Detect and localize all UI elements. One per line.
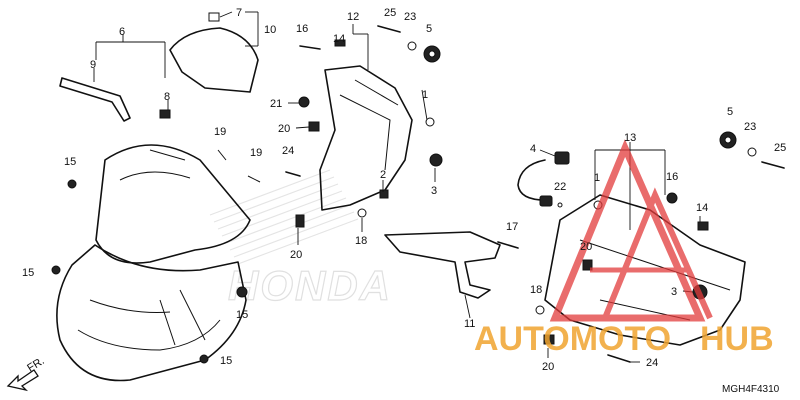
direction-label: FR. [25,355,46,375]
bolt-16a [299,45,321,50]
callout-label: 25 [774,142,786,154]
nut-14a [334,39,346,47]
callout-label: 18 [355,235,367,247]
callout-label: 11 [464,318,475,330]
collar-18a [357,208,367,218]
drawing-code: MGH4F4310 [722,384,780,395]
callout-label: 16 [296,23,308,35]
callout-label: 13 [624,132,636,144]
callout-label: 7 [236,7,242,19]
callout-label: 14 [333,33,345,45]
visor-clip [208,12,220,22]
callout-label: 24 [646,357,658,369]
screw-22 [557,202,563,208]
callout-label: 16 [666,171,678,183]
callout-label: 5 [426,23,432,35]
callout-label: 5 [727,106,733,118]
callout-label: 23 [404,11,416,23]
meter-visor [169,27,259,93]
callout-label: 15 [220,355,232,367]
brand-logo-icon [549,139,713,322]
callout-label: 3 [431,185,437,197]
callout-label: 4 [530,143,536,155]
upper-stay [319,65,413,211]
callout-label: 20 [542,361,554,373]
screw-15b [51,265,61,275]
callout-label: 15 [22,267,34,279]
clip-2 [379,189,389,199]
screw-24a [285,171,301,177]
clip-19a [217,149,227,161]
callout-label: 23 [744,121,756,133]
clip-20b [295,214,305,228]
bolt-25a [377,25,401,33]
watermark-text: HONDA [228,262,392,309]
callout-label: 3 [671,286,677,298]
honda-watermark: HONDA [209,169,392,310]
collar-1a [425,117,435,127]
callout-label: 20 [278,123,290,135]
callout-label: 15 [64,156,76,168]
callout-label: 9 [90,59,96,71]
callout-label: 17 [506,221,518,233]
bolt-17 [497,241,519,249]
screw-15c [236,286,248,298]
callout-label: 14 [696,202,708,214]
leader-lines [93,11,701,363]
front-cowl [56,244,247,382]
callout-label: 8 [164,91,170,103]
screw-15d [199,354,209,364]
callout-label: 10 [264,24,276,36]
windscreen [95,144,251,264]
harness-connector [554,151,570,165]
callout-label: 15 [236,309,248,321]
clip-20a [308,121,320,132]
lower-stay [384,231,501,299]
callout-label: 2 [380,169,386,181]
brand-text-part-b: HUB [700,320,774,358]
callout-label: 20 [290,249,302,261]
screw-15a [67,179,77,189]
bolt-16b [666,192,678,204]
nut-21 [298,96,310,108]
clip-19b [247,175,261,183]
callout-label: 1 [422,89,428,101]
callout-label: 20 [580,241,592,253]
collar-18b [535,305,545,315]
callout-label: 24 [282,145,294,157]
garnish-strip [59,77,131,122]
brand-watermark: AUTOMOTO HUB [474,139,774,358]
callout-label: 6 [119,26,125,38]
callout-label: 12 [347,11,359,23]
callout-label: 18 [530,284,542,296]
washer-23b [747,147,757,157]
callout-label: 21 [270,98,282,110]
collar-3a [429,153,443,167]
sub-harness [517,159,546,201]
front-direction-arrow: FR. [6,355,47,392]
callout-labels: 6 7 10 9 8 16 12 14 25 23 5 1 21 20 19 1… [22,7,786,373]
callout-label: 1 [594,172,600,184]
callout-label: 25 [384,7,396,19]
clip-20c [582,259,593,271]
callout-label: 22 [554,181,566,193]
nut-14b [697,221,709,231]
callout-label: 19 [250,147,262,159]
callout-label: 19 [214,126,226,138]
washer-23a [407,41,417,51]
brand-text-part-a: AUTOMOTO [474,320,671,358]
screw-24b [607,354,631,363]
part-8 [159,109,171,119]
bolt-25b [761,161,785,169]
clip-20d [543,334,555,345]
